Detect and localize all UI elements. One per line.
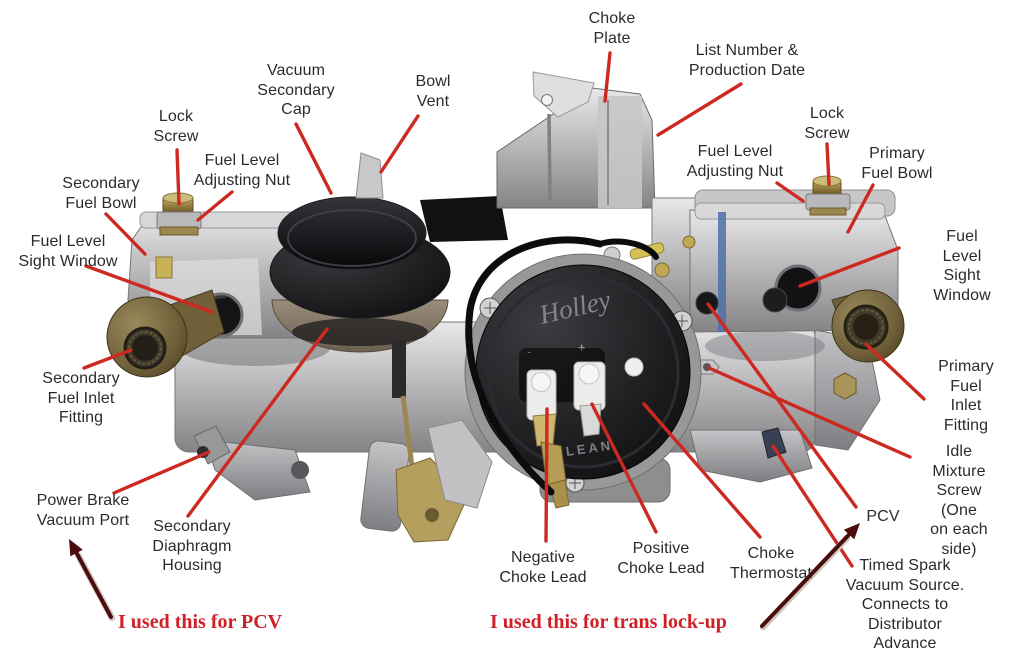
leader-pcv [706, 302, 858, 509]
bowl-vent-part [355, 152, 384, 199]
timed-spark-port-part [761, 427, 787, 459]
choke-tower-part [355, 71, 656, 242]
carburetor-photo: Holley + - LEAN [106, 71, 905, 543]
leader-positive-lead [590, 402, 658, 534]
leader-sight-window-right [798, 246, 901, 288]
vacuum-secondary-cap-part [277, 196, 427, 270]
callout-bowl-vent: Bowl Vent [415, 73, 451, 110]
leader-lock-screw-right [825, 142, 831, 186]
small-brass-hex [833, 372, 857, 400]
leader-secondary-inlet [82, 348, 133, 370]
arrowhead-trans [843, 523, 860, 540]
callout-choke-plate: Choke Plate [588, 10, 636, 47]
callout-secondary-fuel-inlet-fitting: Secondary Fuel Inlet Fitting [42, 370, 120, 426]
leader-primary-inlet [864, 342, 926, 401]
negative-choke-lead-part [526, 369, 570, 509]
primary-fuel-inlet-fitting-part [831, 289, 905, 400]
note-used-for-pcv: I used this for PCV [118, 611, 283, 633]
callout-positive-choke-lead: Positive Choke Lead [617, 540, 705, 577]
callout-fuel-level-sight-window-left: Fuel Level Sight Window [18, 233, 118, 270]
callout-secondary-fuel-bowl: Secondary Fuel Bowl [62, 175, 140, 212]
leader-secondary-fuel-bowl [104, 212, 147, 256]
leader-list-number [656, 82, 743, 137]
callout-fuel-level-adjusting-nut-left: Fuel Level Adjusting Nut [193, 152, 291, 189]
callout-negative-choke-lead: Negative Choke Lead [499, 549, 587, 586]
callout-list-number-production-date: List Number & Production Date [688, 42, 806, 79]
note-arrows [69, 523, 860, 631]
callout-idle-mixture-screw: Idle Mixture Screw (One on each side) [930, 443, 988, 558]
leader-lock-screw-left [175, 148, 181, 206]
lock-screw-left-part [156, 192, 202, 236]
leader-power-brake-port [112, 450, 211, 495]
leader-idle-mixture [707, 366, 912, 459]
callout-secondary-diaphragm-housing: Secondary Diaphragm Housing [152, 518, 232, 574]
choke-wire [465, 236, 604, 496]
leader-bowl-vent [379, 114, 420, 174]
leader-lines [82, 51, 926, 568]
plus-mark: + [578, 340, 586, 355]
gold-tag [155, 256, 173, 279]
callout-lock-screw-right: Lock Screw [804, 105, 850, 142]
arrowhead-pcv [69, 539, 83, 557]
note-used-for-trans-lockup: I used this for trans lock-up [490, 611, 727, 633]
white-screw-dot [624, 357, 644, 377]
leader-negative-lead [544, 407, 549, 543]
throttle-lever-silver [427, 419, 493, 509]
secondary-fuel-inlet-fitting-part [106, 289, 225, 378]
leader-adjusting-nut-right [775, 181, 805, 203]
callout-power-brake-vacuum-port: Power Brake Vacuum Port [36, 492, 130, 529]
leader-primary-fuel-bowl [846, 183, 875, 234]
callout-timed-spark-vacuum-source: Timed Spark Vacuum Source. Connects to D… [845, 557, 965, 652]
leader-choke-plate [603, 51, 612, 103]
leader-vacuum-secondary-cap [294, 122, 333, 195]
callout-primary-fuel-inlet-fitting: Primary Fuel Inlet Fitting [938, 358, 994, 434]
choke-thermostat-part: Holley + - LEAN [464, 236, 702, 509]
lock-screw-right-part [805, 175, 851, 216]
callout-lock-screw-left: Lock Screw [153, 108, 199, 145]
blue-stripe [718, 212, 726, 332]
callout-choke-thermostat: Choke Thermostat [730, 545, 812, 582]
callout-vacuum-secondary-cap: Vacuum Secondary Cap [257, 62, 335, 118]
secondary-diaphragm-housing-part [269, 196, 493, 543]
leader-choke-thermostat [642, 402, 762, 539]
leader-secondary-diaphragm [186, 327, 329, 518]
leader-sight-window-left [84, 264, 214, 314]
callout-fuel-level-sight-window-right: Fuel Level Sight Window [933, 228, 991, 304]
note-arrow-pcv [69, 539, 116, 622]
callout-fuel-level-adjusting-nut-right: Fuel Level Adjusting Nut [686, 143, 784, 180]
callout-pcv: PCV [866, 508, 900, 525]
callout-primary-fuel-bowl: Primary Fuel Bowl [861, 145, 933, 182]
lean-marking-text: LEAN [565, 437, 614, 458]
note-arrow-trans-lockup [759, 523, 860, 631]
leader-adjusting-nut-left [196, 190, 234, 222]
